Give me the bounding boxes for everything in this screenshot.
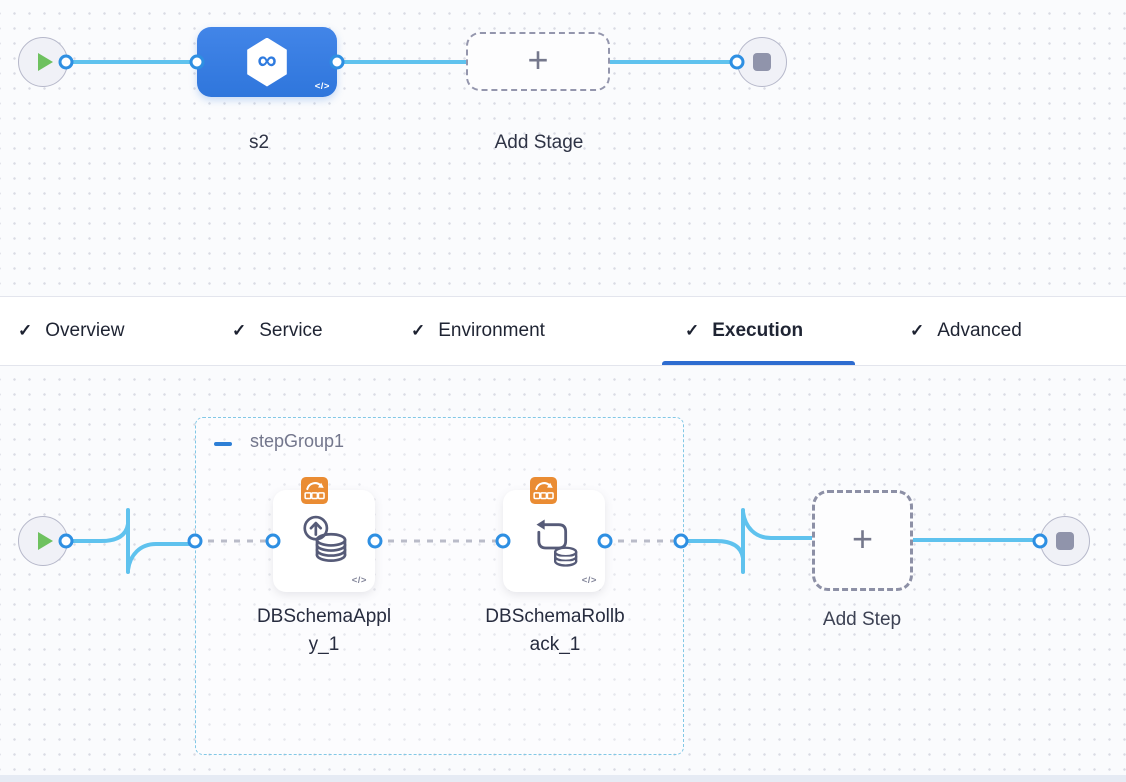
tab-label: Overview — [45, 320, 125, 341]
add-step-label: Add Step — [822, 609, 902, 630]
tab-label: Service — [259, 320, 323, 341]
add-stage-button[interactable]: + — [466, 32, 610, 91]
step-group-container: stepGroup1 — [195, 417, 684, 755]
step-name-label: DBSchemaRollb ack_1 — [480, 603, 630, 659]
link-port — [729, 54, 745, 70]
link-port — [265, 533, 281, 549]
execution-end-node — [1040, 516, 1090, 566]
check-icon: ✓ — [232, 321, 247, 340]
step-group-badge-icon — [530, 477, 557, 504]
collapse-step-group-icon[interactable] — [214, 442, 232, 446]
tab-overview[interactable]: ✓ Overview — [18, 297, 124, 365]
link-port — [187, 533, 203, 549]
tab-execution[interactable]: ✓ Execution — [685, 297, 803, 365]
add-step-button[interactable]: + — [812, 490, 913, 591]
step-node-dbschemarollback[interactable]: </> — [503, 490, 605, 592]
tab-label: Environment — [438, 320, 545, 341]
link-port — [58, 54, 74, 70]
check-icon: ✓ — [18, 321, 33, 340]
harness-hexagon-icon: ∞ — [247, 37, 287, 87]
step-group-badge-icon — [301, 477, 328, 504]
step-name-label: DBSchemaAppl y_1 — [249, 603, 399, 659]
canvas-bottom-edge — [0, 775, 1126, 782]
link-port — [58, 533, 74, 549]
check-icon: ✓ — [411, 321, 426, 340]
active-tab-underline — [662, 361, 855, 365]
step-name-line: ack_1 — [529, 634, 581, 655]
step-name-line: DBSchemaRollb — [485, 606, 625, 627]
db-schema-apply-icon — [303, 515, 347, 562]
stage-config-tabbar: ✓ Overview ✓ Service ✓ Environment ✓ Exe… — [0, 296, 1126, 366]
link-port — [367, 533, 383, 549]
infinity-icon: ∞ — [257, 45, 277, 75]
check-icon: ✓ — [910, 321, 925, 340]
play-icon — [38, 532, 53, 550]
yaml-code-icon: </> — [314, 81, 330, 92]
link-port — [189, 54, 205, 70]
link-port — [1032, 533, 1048, 549]
link-port — [495, 533, 511, 549]
tab-advanced[interactable]: ✓ Advanced — [910, 297, 1022, 365]
stage-node-s2[interactable]: ∞ </> — [197, 27, 337, 97]
link-port — [597, 533, 613, 549]
step-name-line: DBSchemaAppl — [256, 606, 392, 627]
stop-icon — [1056, 532, 1074, 550]
step-group-name[interactable]: stepGroup1 — [250, 431, 345, 451]
tab-service[interactable]: ✓ Service — [232, 297, 323, 365]
play-icon — [38, 53, 53, 71]
link-port — [329, 54, 345, 70]
plus-icon: + — [527, 38, 549, 80]
execution-steps-canvas: stepGroup1 — [0, 366, 1126, 782]
stage-pipeline-canvas: ∞ </> + s2 Add Stage — [0, 0, 1126, 296]
plus-icon: + — [851, 517, 874, 559]
tab-environment[interactable]: ✓ Environment — [411, 297, 545, 365]
check-icon: ✓ — [685, 321, 700, 340]
tab-label: Execution — [712, 320, 804, 341]
step-node-dbschemaapply[interactable]: </> — [273, 490, 375, 592]
yaml-code-icon: </> — [581, 575, 597, 586]
stop-icon — [753, 53, 771, 71]
tab-label: Advanced — [937, 320, 1022, 341]
link-port — [673, 533, 689, 549]
add-stage-label: Add Stage — [494, 132, 584, 153]
db-schema-rollback-icon — [536, 519, 578, 567]
yaml-code-icon: </> — [351, 575, 367, 586]
step-name-line: y_1 — [308, 634, 340, 655]
pipeline-end-node — [737, 37, 787, 87]
stage-name-label: s2 — [248, 132, 270, 153]
